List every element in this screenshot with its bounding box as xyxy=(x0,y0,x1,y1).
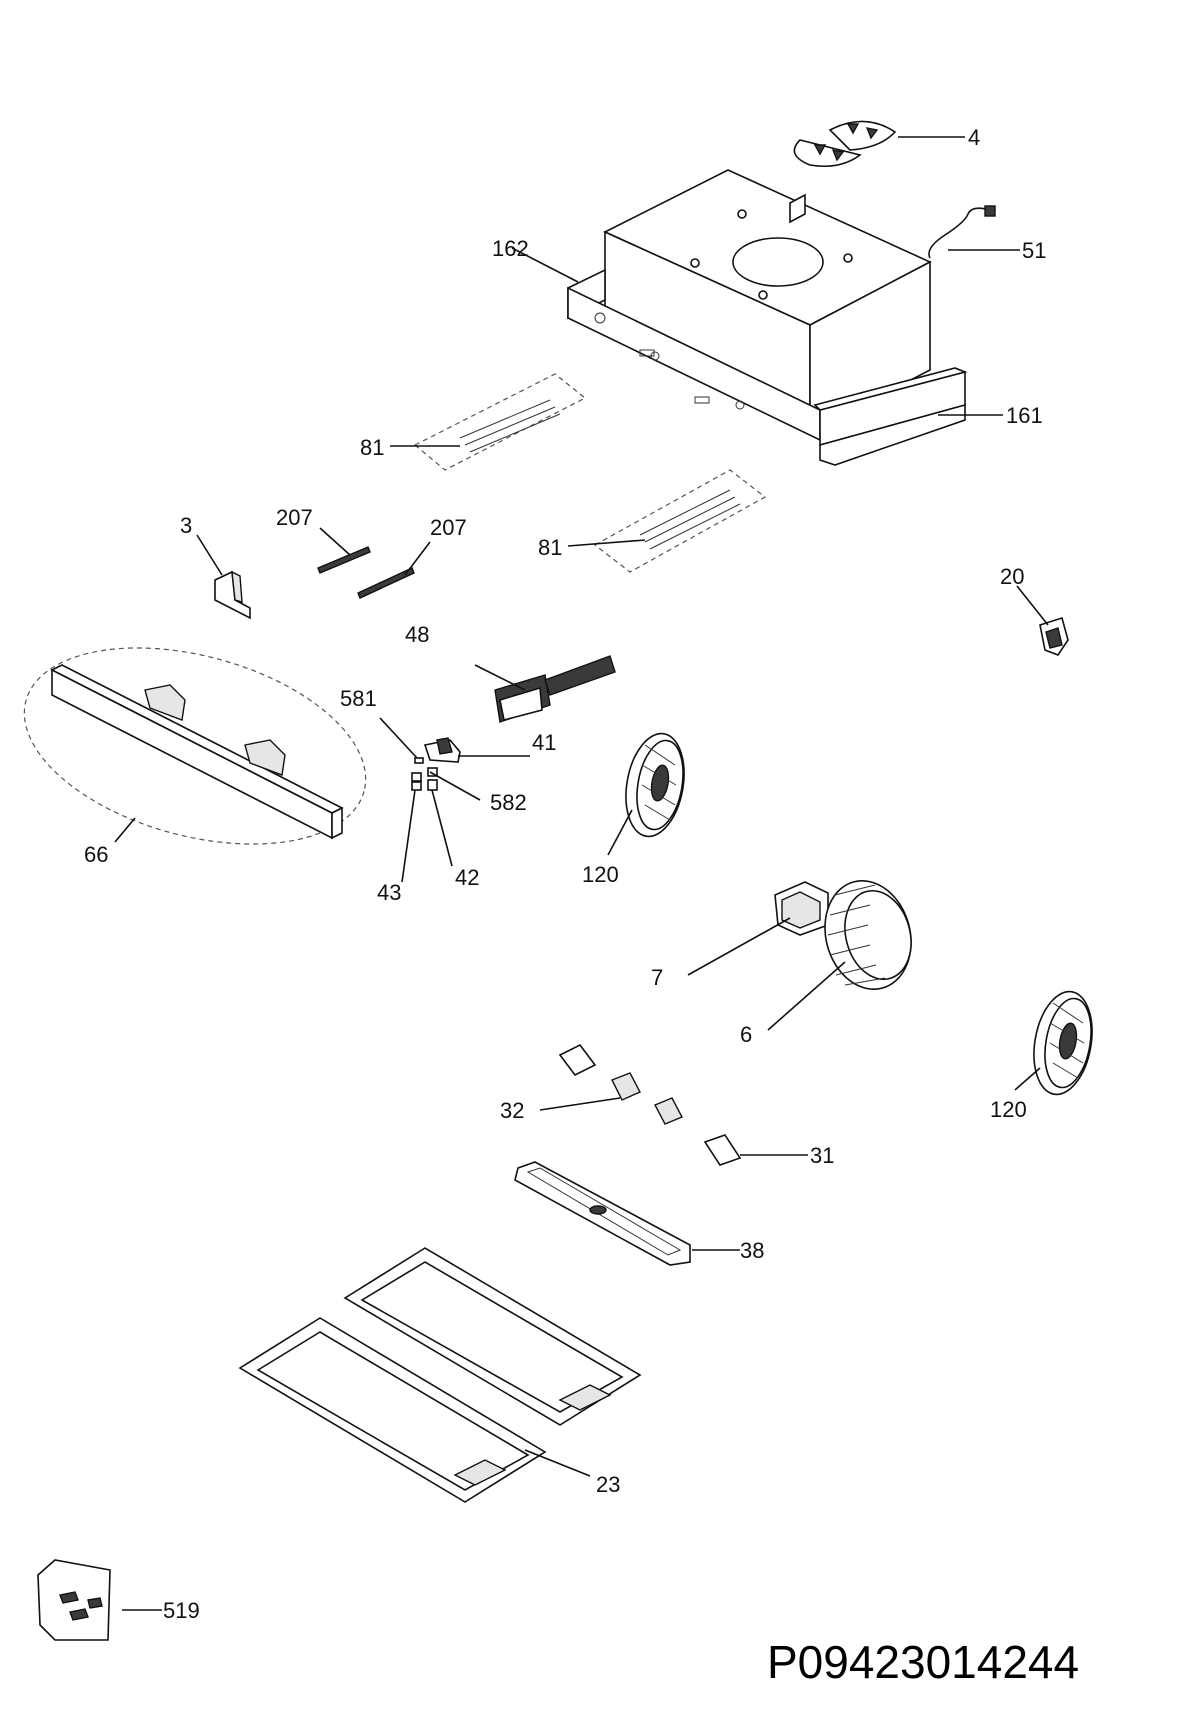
part-207-strips xyxy=(317,546,415,599)
callout-label: 162 xyxy=(492,236,529,261)
callout-label: 42 xyxy=(455,865,479,890)
callout-label: 161 xyxy=(1006,403,1043,428)
callout-label: 23 xyxy=(596,1472,620,1497)
callout-label: 7 xyxy=(651,965,663,990)
part-48-control-board xyxy=(494,655,616,723)
part-51-cable xyxy=(928,205,996,259)
part-38-lamp-cover xyxy=(514,1161,691,1266)
callout-label: 81 xyxy=(538,535,562,560)
part-162-housing xyxy=(567,169,932,442)
part-4-cover-discs xyxy=(793,120,897,168)
part-161-front-panel xyxy=(813,367,968,466)
part-7-motor xyxy=(774,881,829,936)
callout-label: 581 xyxy=(340,686,377,711)
part-81-label-lower xyxy=(593,469,767,573)
part-20-switch xyxy=(1039,616,1069,656)
part-81-label-upper xyxy=(413,373,587,471)
callout-label: 6 xyxy=(740,1022,752,1047)
callout-label: 519 xyxy=(163,1598,200,1623)
part-41-switch-module xyxy=(423,737,461,763)
callout-label: 41 xyxy=(532,730,556,755)
part-581-582-43-42-buttons xyxy=(411,757,438,791)
part-6-blower-wheel xyxy=(824,879,912,991)
callout-label: 38 xyxy=(740,1238,764,1263)
callout-label: 207 xyxy=(276,505,313,530)
part-120-carbon-filter-upper xyxy=(625,732,685,838)
document-code: P09423014244 xyxy=(767,1636,1079,1688)
callout-label: 3 xyxy=(180,513,192,538)
callout-label: 4 xyxy=(968,125,980,150)
part-3-bracket xyxy=(214,570,251,620)
part-32-lamp-holders xyxy=(558,1043,683,1125)
callout-label: 207 xyxy=(430,515,467,540)
callout-label: 120 xyxy=(990,1097,1027,1122)
part-66-front-trim xyxy=(23,647,367,845)
part-120-carbon-filter-lower xyxy=(1033,990,1093,1096)
part-31-lamp xyxy=(703,1134,742,1166)
callout-label: 31 xyxy=(810,1143,834,1168)
callout-label: 582 xyxy=(490,790,527,815)
part-23-grease-filters xyxy=(238,1247,642,1503)
callout-label: 20 xyxy=(1000,564,1024,589)
callout-label: 32 xyxy=(500,1098,524,1123)
callout-label: 48 xyxy=(405,622,429,647)
callout-label: 43 xyxy=(377,880,401,905)
callout-label: 66 xyxy=(84,842,108,867)
callout-label: 120 xyxy=(582,862,619,887)
part-519-accessory-bag xyxy=(37,1559,111,1641)
callout-label: 81 xyxy=(360,435,384,460)
callout-label: 51 xyxy=(1022,238,1046,263)
